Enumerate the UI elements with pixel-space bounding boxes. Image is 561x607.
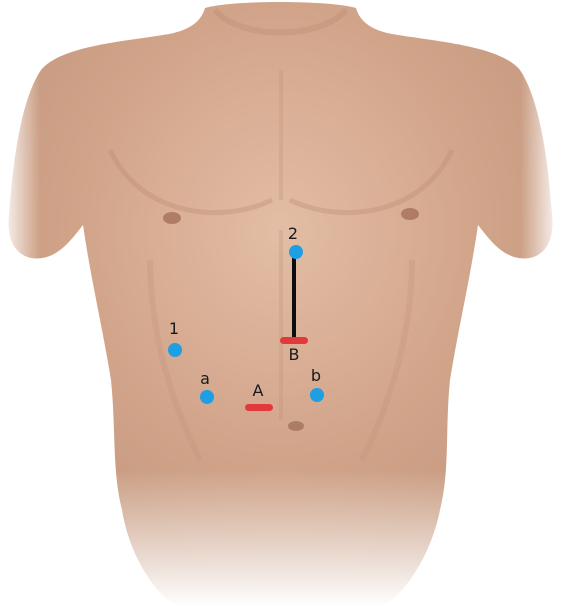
port-dot-1 <box>168 343 182 357</box>
marker-label-B: B <box>289 347 300 363</box>
marker-label-2: 2 <box>288 226 298 242</box>
port-dot-b <box>310 388 324 402</box>
incision-bar-A <box>245 404 273 411</box>
navel <box>288 421 304 431</box>
port-dot-2 <box>289 245 303 259</box>
port-dot-a <box>200 390 214 404</box>
nipple-left <box>163 212 181 224</box>
marker-label-1: 1 <box>169 321 179 337</box>
marker-label-b: b <box>311 368 321 384</box>
marker-connector-2-B <box>292 254 296 338</box>
marker-label-a: a <box>200 371 210 387</box>
incision-bar-B <box>280 337 308 344</box>
marker-label-A: A <box>253 383 264 399</box>
nipple-right <box>401 208 419 220</box>
